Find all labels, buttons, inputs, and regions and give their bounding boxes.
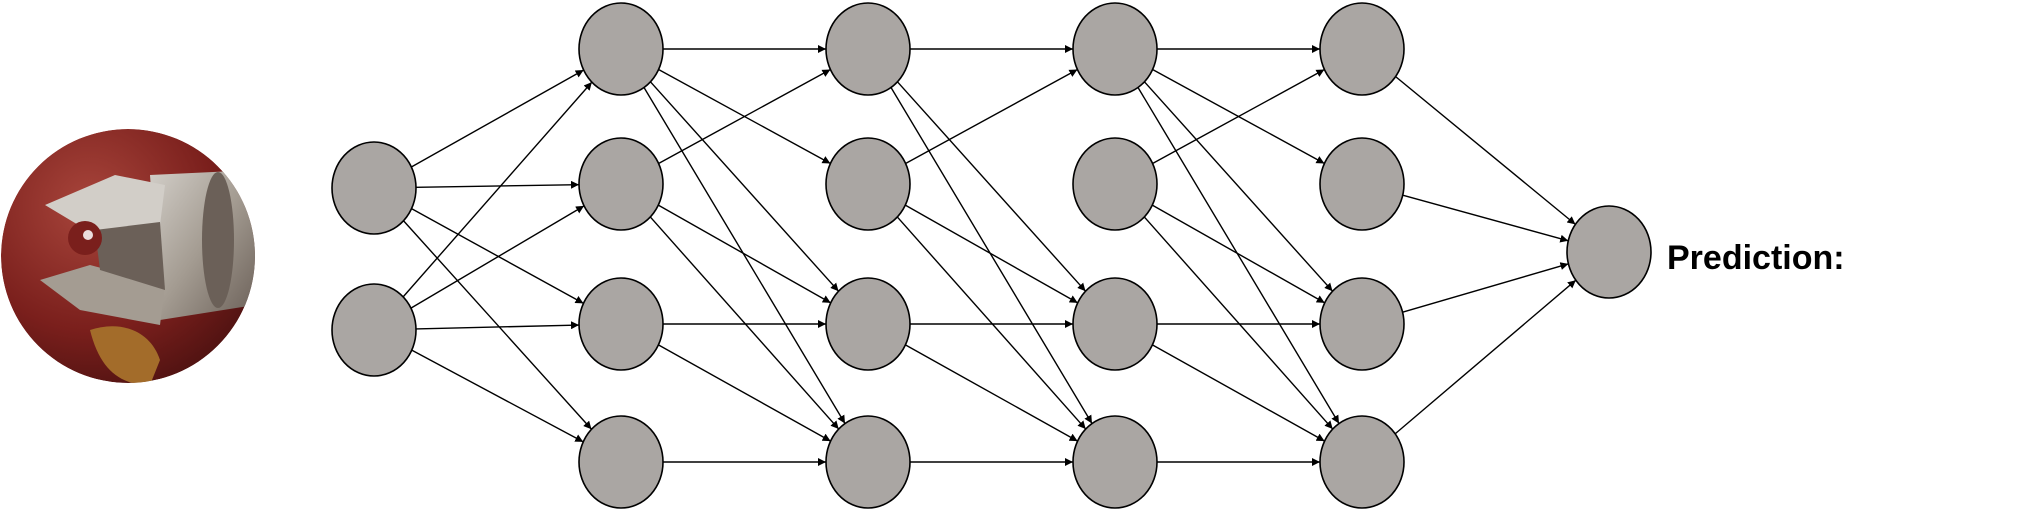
node-hidden-3-0 xyxy=(1072,2,1158,96)
edge-l1-n0-to-l2-n2 xyxy=(649,81,840,292)
edge-l4-n0-to-l5-n0 xyxy=(1395,76,1576,225)
node-hidden-4-0 xyxy=(1319,2,1405,96)
node-hidden-2-0 xyxy=(825,2,911,96)
node-hidden-2-1 xyxy=(825,137,911,231)
node-hidden-2-3 xyxy=(825,415,911,509)
shaft-rim xyxy=(202,172,234,308)
edge-l3-n2-to-l4-n3 xyxy=(1152,344,1325,442)
edge-l3-n0-to-l4-n3 xyxy=(1137,87,1340,424)
edge-l4-n3-to-l5-n0 xyxy=(1394,279,1577,435)
edge-l2-n1-to-l3-n0 xyxy=(905,68,1078,165)
edge-l2-n2-to-l3-n3 xyxy=(905,344,1078,442)
edge-l3-n1-to-l4-n3 xyxy=(1143,216,1334,430)
instrument-jaw-upper xyxy=(45,175,165,235)
edge-l3-n1-to-l4-n2 xyxy=(1151,204,1326,304)
edge-l3-n1-to-l4-n0 xyxy=(1152,68,1325,165)
edge-l1-n1-to-l2-n0 xyxy=(658,68,831,165)
node-hidden-4-3 xyxy=(1319,415,1405,509)
node-hidden-4-2 xyxy=(1319,277,1405,371)
edge-l2-n0-to-l3-n2 xyxy=(896,81,1087,292)
edge-l1-n0-to-l2-n3 xyxy=(643,87,846,424)
node-hidden-1-0 xyxy=(578,2,664,96)
edge-l0-n0-to-l1-n2 xyxy=(411,208,584,304)
edge-l2-n0-to-l3-n3 xyxy=(890,87,1093,424)
edge-l0-n1-to-l1-n0 xyxy=(402,81,593,298)
node-input-1 xyxy=(331,283,417,377)
node-output-0 xyxy=(1566,205,1652,299)
node-hidden-1-1 xyxy=(578,137,664,231)
edge-l0-n1-to-l1-n2 xyxy=(415,321,580,330)
node-hidden-4-1 xyxy=(1319,137,1405,231)
edge-l2-n1-to-l3-n2 xyxy=(904,204,1079,304)
node-hidden-1-2 xyxy=(578,277,664,371)
edge-l3-n0-to-l4-n2 xyxy=(1143,81,1334,292)
edge-l0-n1-to-l1-n1 xyxy=(410,205,585,309)
edge-l0-n1-to-l1-n3 xyxy=(411,349,584,443)
edge-l1-n2-to-l2-n3 xyxy=(658,344,831,442)
edge-l0-n0-to-l1-n3 xyxy=(402,220,593,430)
nodes-group xyxy=(331,2,1652,509)
node-hidden-3-2 xyxy=(1072,277,1158,371)
node-hidden-2-2 xyxy=(825,277,911,371)
specular-glint xyxy=(83,230,93,240)
amber-tissue xyxy=(90,326,160,383)
node-hidden-1-3 xyxy=(578,415,664,509)
node-hidden-3-3 xyxy=(1072,415,1158,509)
edge-l1-n1-to-l2-n3 xyxy=(649,216,840,430)
input-image xyxy=(1,129,255,383)
edge-l0-n0-to-l1-n0 xyxy=(411,69,584,168)
edge-l4-n1-to-l5-n0 xyxy=(1402,194,1569,243)
edges-group xyxy=(402,45,1577,466)
instrument-body xyxy=(95,222,165,290)
edge-l2-n1-to-l3-n3 xyxy=(896,216,1087,430)
prediction-label: Prediction: xyxy=(1667,239,1845,277)
node-hidden-3-1 xyxy=(1072,137,1158,231)
edge-l4-n2-to-l5-n0 xyxy=(1402,262,1569,313)
edge-l0-n0-to-l1-n1 xyxy=(415,180,580,189)
edge-l1-n1-to-l2-n2 xyxy=(657,204,832,304)
node-input-0 xyxy=(331,141,417,235)
